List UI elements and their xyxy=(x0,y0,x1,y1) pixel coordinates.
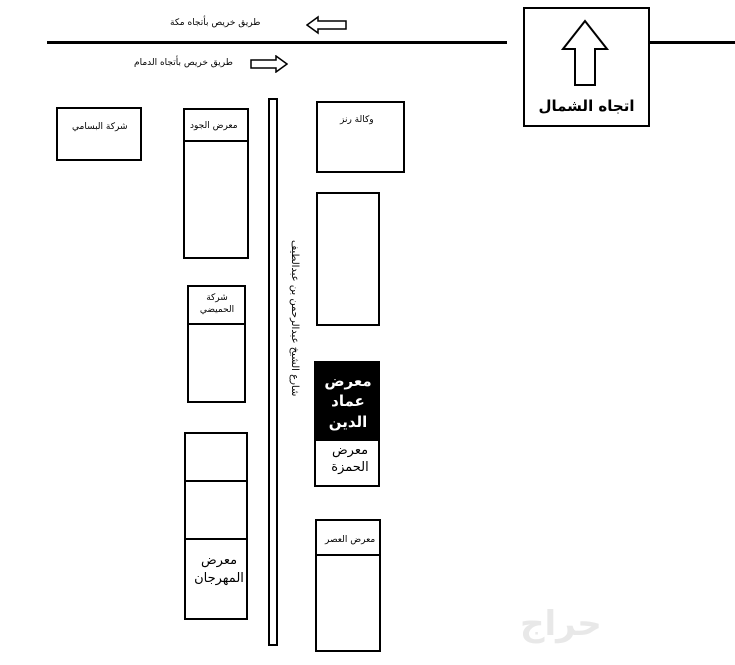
shop-rinz: وكالة رنز xyxy=(316,101,405,173)
shop-hamza-label: معرض الحمزة xyxy=(331,443,369,475)
shop-hamza: معرض الحمزة xyxy=(314,441,380,487)
shop-emad-label: معرض عماد الدين xyxy=(324,372,372,431)
north-label: اتجاه الشمال xyxy=(538,97,635,115)
shop-bassami-label: شركة البسامي xyxy=(72,122,128,132)
arrow-up-icon xyxy=(561,19,609,86)
shop-jood-label: معرض الجود xyxy=(190,121,238,131)
shop-rinz-label: وكالة رنز xyxy=(340,115,374,125)
main-street xyxy=(268,98,278,646)
arrow-left-icon xyxy=(306,15,347,35)
road-line-top xyxy=(47,41,507,44)
shop-empty xyxy=(316,192,380,326)
street-label: شارع الشيخ عبدالرحمن بن عبدالطيف xyxy=(289,240,300,397)
shop-bassami: شركة البسامي xyxy=(56,107,142,161)
road-line-top-right xyxy=(650,41,735,44)
arrow-right-icon xyxy=(250,55,288,73)
road-label-mecca: طريق خريص بأتجاه مكة xyxy=(170,18,261,28)
shop-humaidi: شركة الحميضي xyxy=(187,285,246,403)
shop-mahrajan-block: معرض المهرجان xyxy=(184,432,248,620)
watermark-logo: حراج xyxy=(520,604,602,644)
shop-asr: معرض العصر xyxy=(315,519,381,652)
shop-humaidi-label: شركة الحميضي xyxy=(199,293,235,315)
north-direction-box: اتجاه الشمال xyxy=(523,7,650,127)
shop-asr-label: معرض العصر xyxy=(325,535,376,545)
shop-jood: معرض الجود xyxy=(183,108,249,259)
road-label-dammam: طريق خريص بأتجاه الدمام xyxy=(134,58,233,68)
shop-mahrajan-label: معرض المهرجان xyxy=(194,553,244,586)
shop-emad: معرض عماد الدين xyxy=(314,361,380,443)
